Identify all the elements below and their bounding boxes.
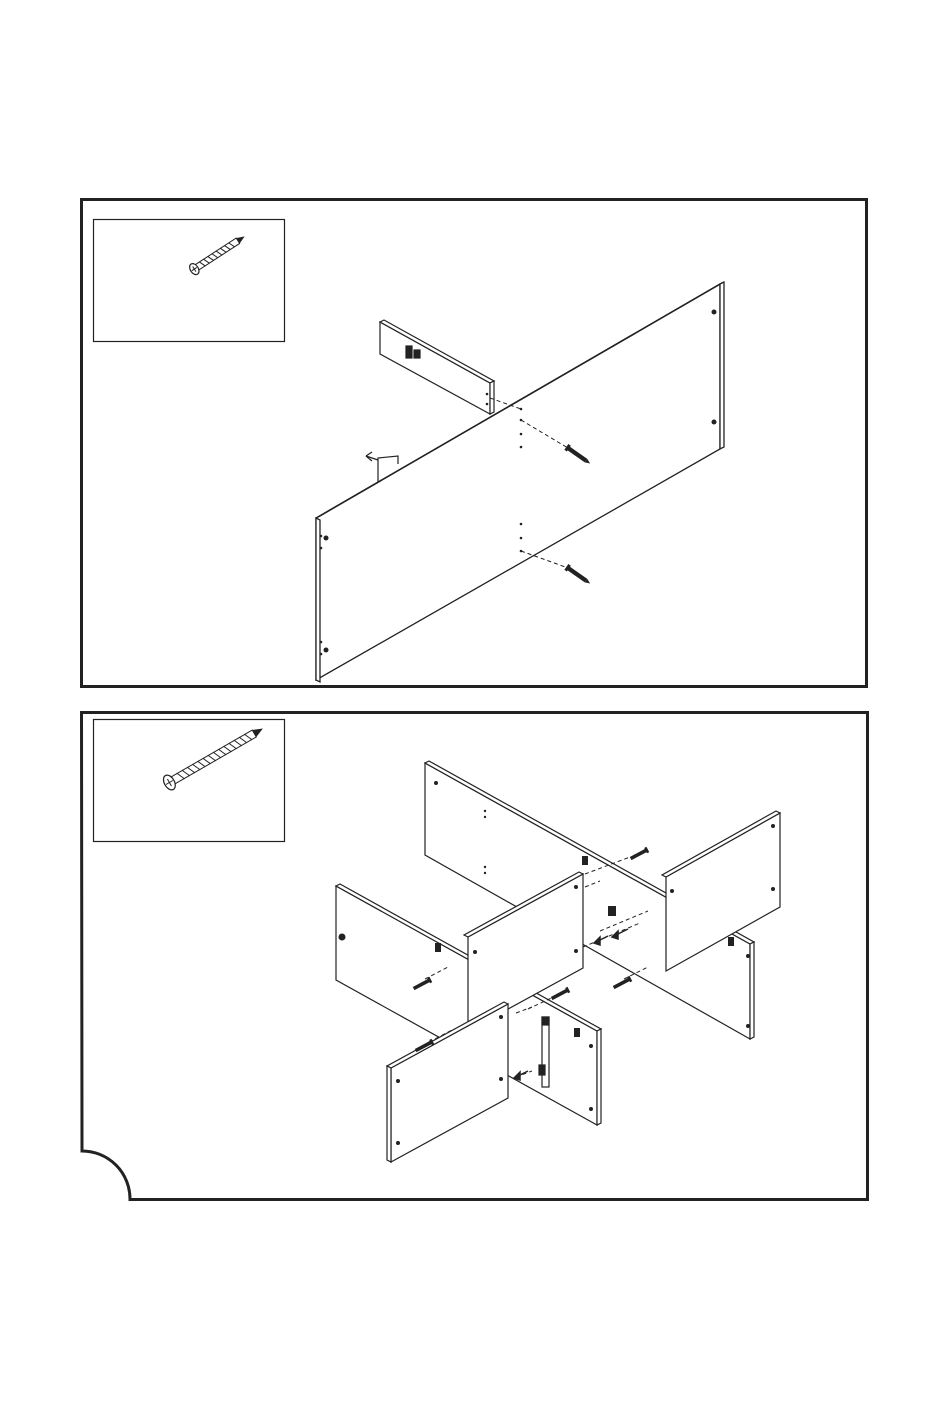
main-long-panel <box>316 282 724 682</box>
hardware-inset-box <box>94 220 285 342</box>
assembly-step-2 <box>80 711 870 1203</box>
step-1-drawing <box>80 198 868 688</box>
screw-icon <box>550 987 570 1001</box>
screw-icon <box>629 847 649 861</box>
assembly-step-1 <box>80 198 868 688</box>
step-2-drawing <box>80 711 870 1203</box>
screw-lower-icon <box>564 564 592 586</box>
side-panel-short <box>380 320 494 414</box>
hardware-inset-box <box>94 720 285 842</box>
screw-icon <box>612 976 632 990</box>
